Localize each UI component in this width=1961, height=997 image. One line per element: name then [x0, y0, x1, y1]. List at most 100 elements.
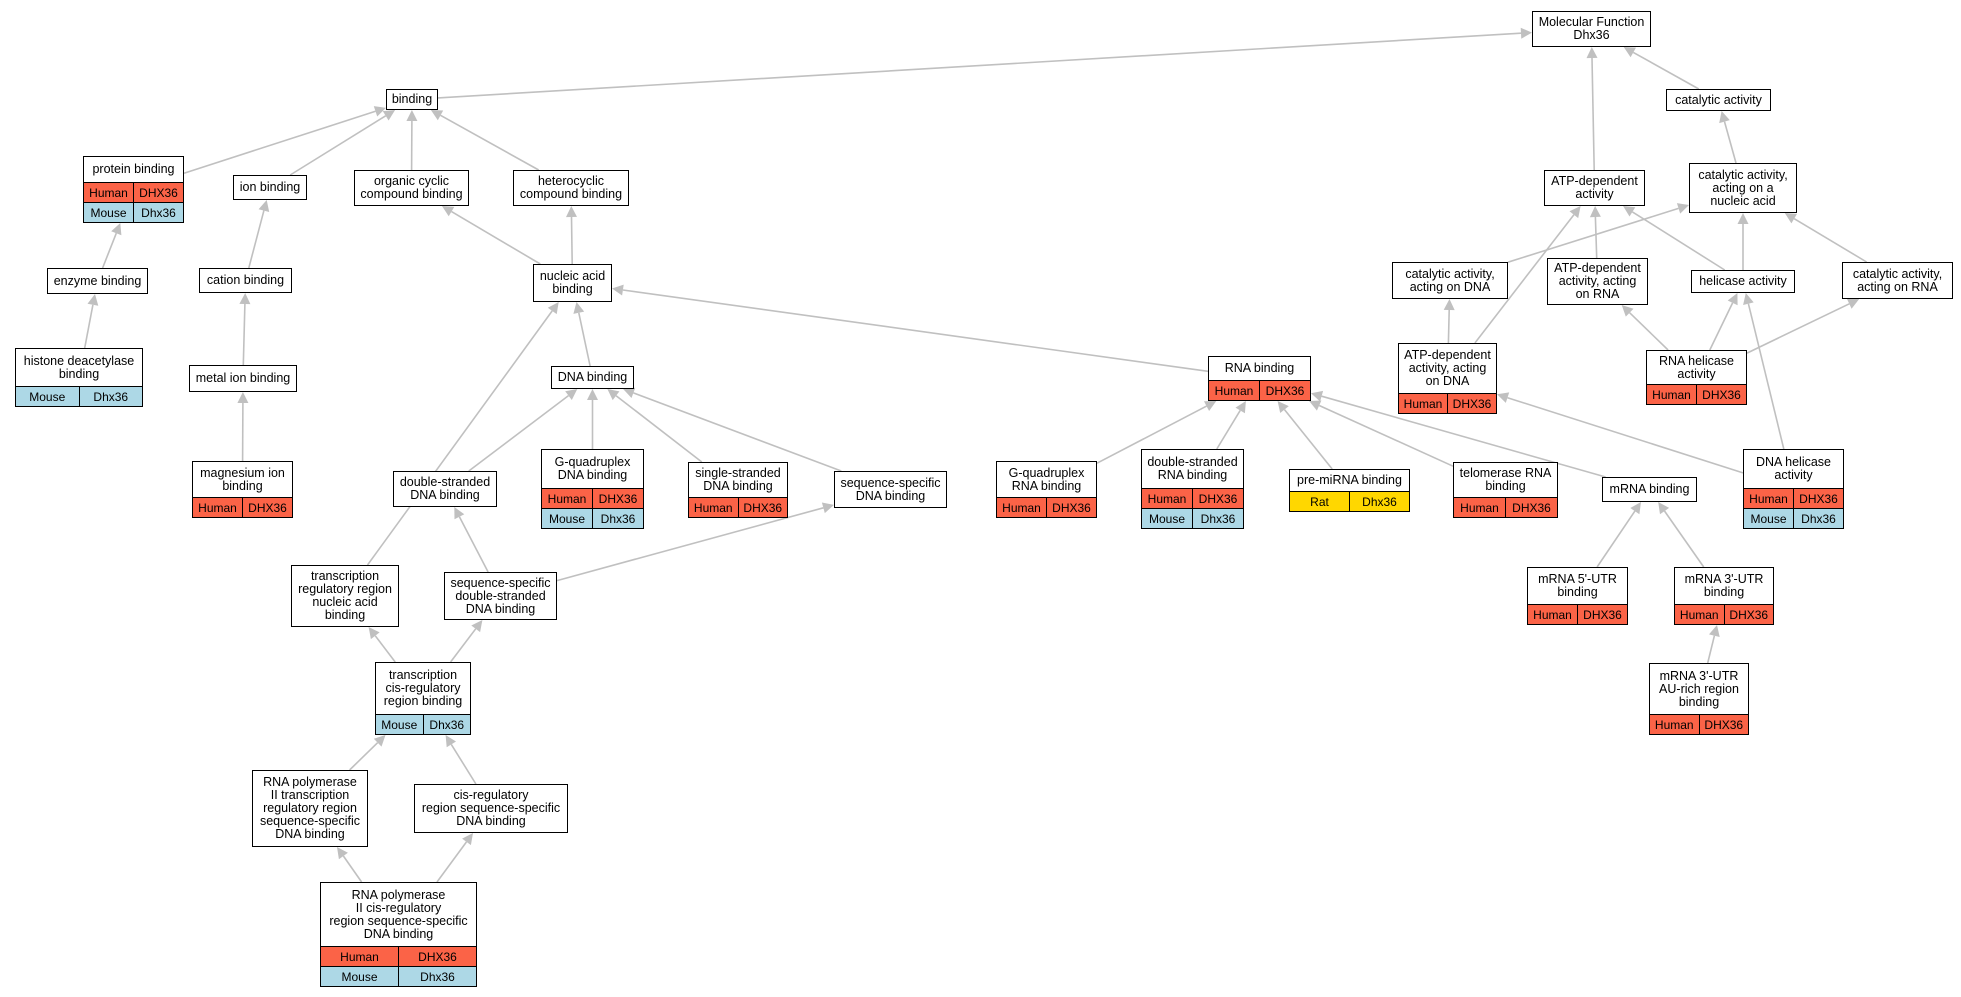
- go-term-node[interactable]: enzyme binding: [47, 268, 148, 294]
- go-term-node[interactable]: nucleic acid binding: [533, 264, 612, 302]
- go-term-node[interactable]: binding: [386, 89, 438, 110]
- edge-line: [1706, 635, 1716, 664]
- go-term-node[interactable]: transcription cis-regulatory region bind…: [375, 662, 471, 735]
- go-term-label: cis-regulatory region sequence-specific …: [421, 788, 561, 828]
- edge-arrowhead: [623, 387, 636, 398]
- annotation-species: Human: [1749, 491, 1788, 506]
- edge-arrowhead: [337, 847, 348, 860]
- go-term-label: double-stranded DNA binding: [399, 475, 491, 502]
- go-term-label: Molecular Function Dhx36: [1538, 15, 1645, 42]
- go-term-node[interactable]: DNA binding: [551, 366, 634, 389]
- go-term-label: RNA binding: [1224, 361, 1295, 375]
- go-term-label: organic cyclic compound binding: [360, 174, 463, 201]
- edge-line: [1318, 404, 1454, 467]
- go-term-node[interactable]: heterocyclic compound binding: [513, 170, 629, 206]
- annotation-species: Mouse: [90, 205, 127, 220]
- go-term-node[interactable]: catalytic activity, acting on DNA: [1392, 262, 1508, 299]
- go-term-label: sequence-specific double-stranded DNA bi…: [450, 575, 551, 616]
- edge-line: [83, 304, 94, 349]
- edge-line: [1709, 302, 1734, 351]
- go-term-node[interactable]: metal ion binding: [189, 365, 297, 392]
- go-term-node[interactable]: RNA polymerase II transcription regulato…: [252, 770, 368, 847]
- annotation-gene: DHX36: [737, 498, 788, 517]
- go-term-label: transcription cis-regulatory region bind…: [383, 668, 463, 708]
- edge-arrowhead: [111, 223, 122, 236]
- go-term-node[interactable]: helicase activity: [1691, 270, 1795, 293]
- annotation-species: Rat: [1310, 494, 1329, 509]
- annotation-species: Human: [1533, 607, 1572, 622]
- edge-arrowhead: [1846, 298, 1860, 309]
- edge-line: [633, 392, 842, 472]
- edge-arrowhead: [471, 620, 483, 633]
- edge-arrowhead: [1569, 206, 1581, 219]
- edge-arrowhead: [1709, 625, 1720, 637]
- edge-arrowhead: [373, 106, 386, 117]
- edge-arrowhead: [87, 294, 99, 306]
- edge-arrowhead: [547, 302, 559, 315]
- annotation-species: Mouse: [1750, 511, 1787, 526]
- go-term-node[interactable]: mRNA binding: [1602, 477, 1697, 502]
- go-term-node[interactable]: cation binding: [199, 268, 292, 293]
- go-term-label: G-quadruplex DNA binding: [554, 455, 631, 482]
- edge-line: [289, 115, 387, 176]
- edge-line: [1096, 405, 1207, 464]
- go-term-label: pre-miRNA binding: [1297, 473, 1402, 487]
- go-term-node[interactable]: ATP-dependent activity, acting on RNA: [1547, 258, 1648, 305]
- go-term-node[interactable]: organic cyclic compound binding: [354, 170, 469, 206]
- go-term-node[interactable]: catalytic activity: [1666, 89, 1771, 111]
- edge-arrowhead: [1784, 213, 1797, 224]
- edge-arrowhead: [1204, 401, 1217, 411]
- go-term-label: DNA binding: [557, 370, 628, 384]
- edge-line: [1632, 51, 1700, 90]
- go-term-node[interactable]: catalytic activity, acting on RNA: [1842, 262, 1953, 299]
- go-term-node[interactable]: ATP-dependent activity: [1544, 170, 1645, 206]
- edge-line: [570, 216, 573, 265]
- go-term-node[interactable]: double-stranded DNA binding: [393, 471, 497, 507]
- go-term-node[interactable]: cis-regulatory region sequence-specific …: [414, 784, 568, 833]
- go-term-label: double-stranded RNA binding: [1147, 455, 1238, 482]
- go-term-label: catalytic activity, acting on DNA: [1405, 266, 1495, 294]
- go-term-node[interactable]: catalytic activity, acting on a nucleic …: [1689, 163, 1797, 213]
- edge-arrowhead: [1727, 293, 1738, 306]
- edge-line: [1629, 312, 1669, 351]
- go-term-label: DNA helicase activity: [1755, 455, 1832, 482]
- annotation-gene: Dhx36: [398, 967, 476, 986]
- go-term-node[interactable]: RNA polymerase II cis-regulatory region …: [320, 882, 477, 987]
- go-term-node[interactable]: ion binding: [233, 175, 307, 200]
- edge-arrowhead: [1443, 299, 1455, 311]
- edge-line: [366, 310, 553, 566]
- annotation-species: Human: [1679, 607, 1719, 622]
- go-term-label: helicase activity: [1699, 274, 1787, 288]
- go-term-label: heterocyclic compound binding: [519, 174, 623, 201]
- annotation-gene: DHX36: [1698, 715, 1749, 734]
- edge-line: [1663, 510, 1705, 568]
- go-term-node[interactable]: transcription regulatory region nucleic …: [291, 565, 399, 627]
- go-term-node[interactable]: sequence-specific DNA binding: [834, 471, 947, 508]
- edge-line: [578, 312, 591, 367]
- go-term-node[interactable]: Molecular Function Dhx36: [1532, 11, 1651, 47]
- go-term-node[interactable]: sequence-specific double-stranded DNA bi…: [444, 572, 557, 620]
